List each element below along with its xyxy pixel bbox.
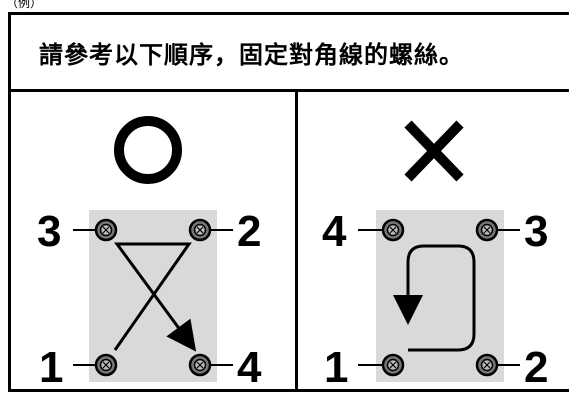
screw-icon xyxy=(381,353,405,377)
incorrect-order-diagram: 4 3 1 2 xyxy=(322,120,548,392)
incorrect-order-panel: 4 3 1 2 xyxy=(298,92,569,395)
screw-number-bottom-right: 2 xyxy=(524,343,548,392)
screw-icon xyxy=(188,353,212,377)
screw-icon xyxy=(94,353,118,377)
screw-number-top-left: 3 xyxy=(37,207,61,256)
screw-number-bottom-right: 4 xyxy=(237,343,262,392)
panel-divider xyxy=(295,92,298,392)
screw-icon xyxy=(94,218,118,242)
screw-number-top-right: 3 xyxy=(524,207,548,256)
example-label: （例） xyxy=(6,0,43,10)
screw-icon xyxy=(475,353,499,377)
instruction-header: 請參考以下順序，固定對角線的螺絲。 xyxy=(11,15,569,92)
correct-order-diagram: 3 2 1 4 xyxy=(37,116,262,392)
screw-icon xyxy=(475,218,499,242)
incorrect-mark-icon xyxy=(404,120,464,182)
tightening-path-arrow xyxy=(113,242,197,352)
screw-icon xyxy=(381,218,405,242)
screw-number-top-right: 2 xyxy=(237,207,261,256)
screw-icon xyxy=(188,218,212,242)
correct-mark-icon xyxy=(114,116,182,184)
screw-number-bottom-left: 1 xyxy=(39,343,63,392)
tightening-path-arrow xyxy=(393,244,476,352)
screw-number-bottom-left: 1 xyxy=(324,343,348,392)
screw-number-top-left: 4 xyxy=(322,207,347,256)
correct-order-panel: 3 2 1 4 xyxy=(11,92,295,395)
instruction-frame: 請參考以下順序，固定對角線的螺絲。 xyxy=(8,12,569,392)
instruction-text: 請參考以下順序，固定對角線的螺絲。 xyxy=(39,40,464,69)
